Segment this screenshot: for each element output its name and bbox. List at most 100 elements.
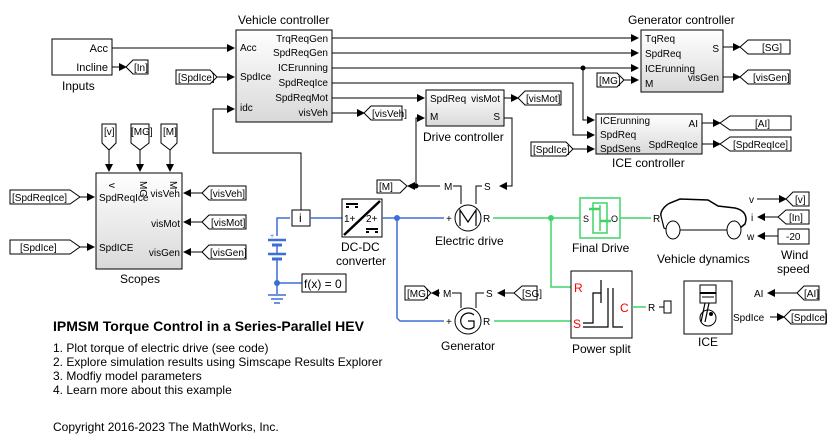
vd-port-w: w	[746, 232, 755, 243]
dc-out-s: S	[493, 112, 500, 123]
electric-drive-block[interactable]	[454, 204, 482, 232]
from-tag-spdice-scopes[interactable]: [SpdIce]	[9, 239, 81, 255]
wire-drive-m	[415, 114, 425, 186]
from-tag-ai[interactable]: [AI]	[796, 285, 820, 301]
svg-text:[v]: [v]	[795, 195, 806, 206]
from-tag-in[interactable]: [In]	[777, 209, 810, 225]
gc-in-spdreq: SpdReq	[645, 49, 681, 60]
generator-block[interactable]	[454, 307, 482, 335]
from-tag-spdice-icec[interactable]: [SpdIce]	[530, 141, 574, 157]
scopes-block[interactable]: v MG M SpdReqIce SpdICE visVeh visMot vi…	[95, 172, 183, 270]
goto-tag-visveh[interactable]: [visVeh]	[363, 105, 407, 121]
model-notes: IPMSM Torque Control in a Series-Paralle…	[53, 318, 382, 397]
drive-controller-block[interactable]: SpdReq M visMot S	[425, 89, 505, 127]
gen-port-r: R	[483, 317, 490, 328]
scopes-port-visveh: visVeh	[151, 189, 180, 200]
edrive-port-m: M	[444, 182, 452, 193]
from-tag-m-scopes[interactable]: [M]	[160, 123, 178, 151]
ground-icon	[268, 294, 286, 304]
gen-port-m: M	[443, 289, 451, 300]
from-tag-mg-gc[interactable]: [MG]	[596, 72, 625, 88]
from-tag-vismot-scopes[interactable]: [visMot]	[201, 214, 247, 230]
current-sensor-block[interactable]: i	[291, 209, 311, 227]
wire-drive-s	[499, 117, 513, 190]
drive-controller-title: Drive controller	[423, 130, 504, 144]
inputs-port-acc: Acc	[90, 43, 109, 55]
battery-icon[interactable]: +	[268, 233, 286, 261]
svg-text:i: i	[299, 211, 302, 225]
svg-text:-20: -20	[786, 232, 801, 243]
solver-configuration-block[interactable]: f(x) = 0	[301, 273, 347, 293]
from-tag-spdreqice-scopes[interactable]: [SpdReqIce]	[9, 189, 81, 205]
svg-text:[AI]: [AI]	[804, 289, 819, 300]
goto-tag-visgen[interactable]: [visGen]	[739, 69, 791, 85]
from-tag-visveh-scopes[interactable]: [visVeh]	[201, 185, 247, 201]
from-tag-sg[interactable]: [SG]	[513, 285, 542, 301]
scopes-port-spdice: SpdICE	[99, 243, 134, 254]
dcdc-converter-block[interactable]: 1+	[341, 198, 383, 238]
wire-mech-ring	[550, 218, 572, 288]
ice-controller-title: ICE controller	[612, 156, 685, 170]
gc-out-visgen: visGen	[688, 73, 719, 84]
from-tag-v-scopes[interactable]: [v]	[101, 123, 117, 151]
wire-edrive-s	[475, 185, 482, 204]
from-tag-mg-scopes[interactable]: [MG]	[130, 123, 153, 151]
from-tag-spdice-vc[interactable]: [SpdIce]	[175, 69, 218, 85]
vehicle-dynamics-block[interactable]: R	[653, 198, 747, 240]
link-learn-more[interactable]: 4. Learn more about this example	[53, 383, 232, 397]
wire-battery-top	[276, 217, 290, 236]
gc-in-icerunning: ICErunning	[645, 64, 695, 75]
ice-port-ai: AI	[754, 289, 763, 300]
svg-text:[SpdIce]: [SpdIce]	[178, 73, 215, 84]
goto-tag-v[interactable]: [v]	[785, 191, 810, 207]
inputs-block[interactable]: Acc Incline Inputs	[51, 38, 113, 93]
goto-tag-sg[interactable]: [SG]	[739, 39, 791, 55]
svg-text:[visGen]: [visGen]	[753, 73, 790, 84]
edrive-port-s: S	[484, 182, 491, 193]
link-modify-parameters[interactable]: 3. Modfiy model parameters	[53, 369, 202, 383]
svg-text:C: C	[620, 301, 629, 315]
goto-tag-ai[interactable]: [AI]	[719, 115, 792, 131]
dcdc-title-2: converter	[336, 254, 386, 268]
goto-tag-in[interactable]: [In]	[125, 59, 149, 75]
svg-text:[AI]: [AI]	[755, 119, 770, 130]
goto-tag-vismot[interactable]: [visMot]	[517, 90, 562, 106]
goto-tag-spdreqice[interactable]: [SpdReqIce]	[719, 136, 792, 152]
link-plot-torque[interactable]: 1. Plot torque of electric drive (see co…	[53, 341, 269, 355]
scopes-port-vismot: visMot	[151, 219, 180, 230]
vc-out-spdreqgen: SpdReqGen	[273, 48, 328, 59]
svg-text:[SpdIce]: [SpdIce]	[791, 313, 828, 324]
generator-controller-block[interactable]: TqReq SpdReq ICErunning M S visGen	[640, 29, 724, 93]
svg-text:[SG]: [SG]	[522, 289, 542, 300]
link-explore-results[interactable]: 2. Explore simulation results using Sims…	[53, 355, 383, 369]
ice-block[interactable]	[659, 280, 733, 335]
wind-speed-title-1: Wind	[781, 248, 808, 262]
ice-controller-block[interactable]: ICErunning SpdReq SpdSens AI SpdReqIce	[595, 113, 703, 155]
wind-speed-title-2: speed	[777, 262, 810, 276]
scopes-port-spdreqice: SpdReqIce	[99, 193, 149, 204]
vc-out-spdreqice: SpdReqIce	[279, 78, 329, 89]
wire-spdreqice	[332, 82, 595, 139]
vehicle-controller-block[interactable]: Acc SpdIce idc TrqReqGen SpdReqGen ICEru…	[235, 29, 333, 123]
from-tag-visgen-scopes[interactable]: [visGen]	[201, 244, 247, 260]
gen-port-plus: +	[446, 317, 452, 328]
svg-text:R: R	[653, 214, 660, 225]
vehicle-controller-title: Vehicle controller	[238, 13, 329, 27]
from-tag-mg-generator[interactable]: [MG]	[404, 285, 432, 301]
vd-port-i: i	[751, 213, 753, 224]
svg-text:[SpdReqIce]: [SpdReqIce]	[733, 140, 788, 151]
wire-icerunning-ice	[582, 68, 595, 124]
svg-text:[MG]: [MG]	[407, 289, 429, 300]
vc-out-icerunning: ICErunning	[278, 63, 328, 74]
final-drive-block[interactable]: S O	[579, 197, 621, 239]
ice-port-r: R	[648, 303, 655, 314]
vc-in-spdice: SpdIce	[240, 72, 272, 83]
wind-speed-constant[interactable]: -20	[777, 228, 810, 245]
from-tag-m-drive[interactable]: [M]	[376, 179, 408, 194]
wire-gen-s	[475, 292, 484, 308]
goto-tag-spdice[interactable]: [SpdIce]	[783, 309, 828, 325]
dc-in-spdreq: SpdReq	[430, 94, 466, 105]
wire-idc	[212, 105, 302, 210]
power-split-block[interactable]: R S C	[570, 270, 633, 339]
